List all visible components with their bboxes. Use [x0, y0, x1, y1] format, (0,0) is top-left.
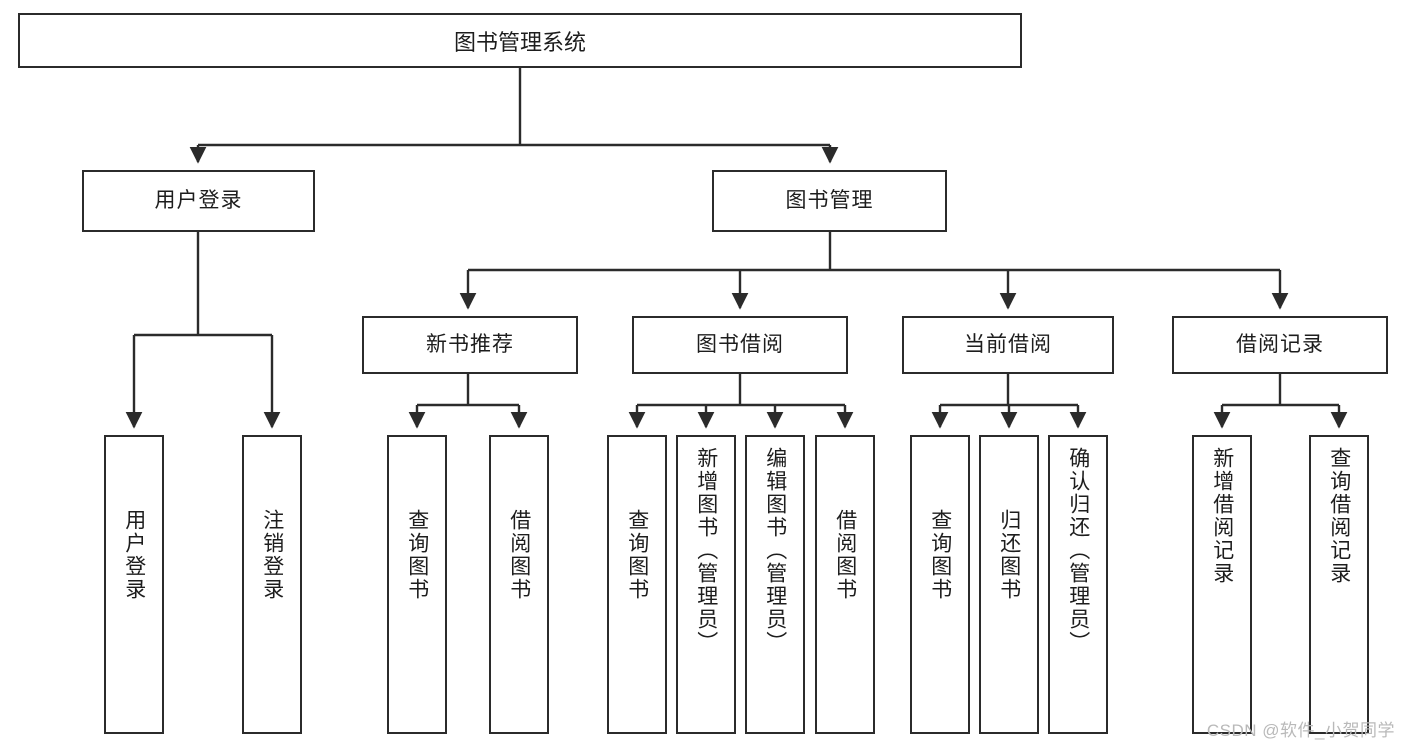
leaf-current-query-book[interactable]: 查询图书: [910, 435, 970, 734]
leaf-borrow-query-book[interactable]: 查询图书: [607, 435, 667, 734]
leaf-new-book-query-label: 查询图书: [405, 509, 429, 601]
node-book-manage[interactable]: 图书管理: [712, 170, 947, 232]
node-new-book-recommend-label: 新书推荐: [426, 333, 514, 357]
leaf-confirm-return-admin[interactable]: 确认归还（管理员）: [1048, 435, 1108, 734]
leaf-add-book-admin-label: 新增图书（管理员）: [694, 447, 718, 654]
leaf-add-borrow-record[interactable]: 新增借阅记录: [1192, 435, 1252, 734]
node-current-borrow-label: 当前借阅: [964, 333, 1052, 357]
leaf-add-book-admin[interactable]: 新增图书（管理员）: [676, 435, 736, 734]
node-book-borrow[interactable]: 图书借阅: [632, 316, 848, 374]
leaf-return-book-label: 归还图书: [997, 509, 1021, 601]
leaf-user-logout-label: 注销登录: [260, 509, 284, 601]
node-borrow-record-label: 借阅记录: [1236, 333, 1324, 357]
leaf-query-borrow-record-label: 查询借阅记录: [1327, 447, 1351, 585]
watermark: CSDN @软件_小贺同学: [1206, 721, 1395, 740]
leaf-borrow-book-label: 借阅图书: [833, 509, 857, 601]
node-current-borrow[interactable]: 当前借阅: [902, 316, 1114, 374]
leaf-new-book-query[interactable]: 查询图书: [387, 435, 447, 734]
leaf-confirm-return-admin-label: 确认归还（管理员）: [1066, 447, 1090, 654]
leaf-borrow-book[interactable]: 借阅图书: [815, 435, 875, 734]
leaf-user-login[interactable]: 用户登录: [104, 435, 164, 734]
node-user-login[interactable]: 用户登录: [82, 170, 315, 232]
leaf-new-book-borrow[interactable]: 借阅图书: [489, 435, 549, 734]
leaf-user-login-label: 用户登录: [122, 509, 146, 601]
leaf-add-borrow-record-label: 新增借阅记录: [1210, 447, 1234, 585]
node-user-login-label: 用户登录: [154, 189, 243, 213]
node-book-borrow-label: 图书借阅: [696, 333, 784, 357]
leaf-user-logout[interactable]: 注销登录: [242, 435, 302, 734]
leaf-edit-book-admin-label: 编辑图书（管理员）: [763, 447, 787, 654]
leaf-query-borrow-record[interactable]: 查询借阅记录: [1309, 435, 1369, 734]
node-borrow-record[interactable]: 借阅记录: [1172, 316, 1388, 374]
leaf-borrow-query-book-label: 查询图书: [625, 509, 649, 601]
node-root-label: 图书管理系统: [453, 29, 586, 55]
leaf-current-query-book-label: 查询图书: [928, 509, 952, 601]
node-book-manage-label: 图书管理: [785, 189, 874, 213]
leaf-return-book[interactable]: 归还图书: [979, 435, 1039, 734]
leaf-new-book-borrow-label: 借阅图书: [507, 509, 531, 601]
leaf-edit-book-admin[interactable]: 编辑图书（管理员）: [745, 435, 805, 734]
node-new-book-recommend[interactable]: 新书推荐: [362, 316, 578, 374]
node-root[interactable]: 图书管理系统: [18, 13, 1022, 68]
